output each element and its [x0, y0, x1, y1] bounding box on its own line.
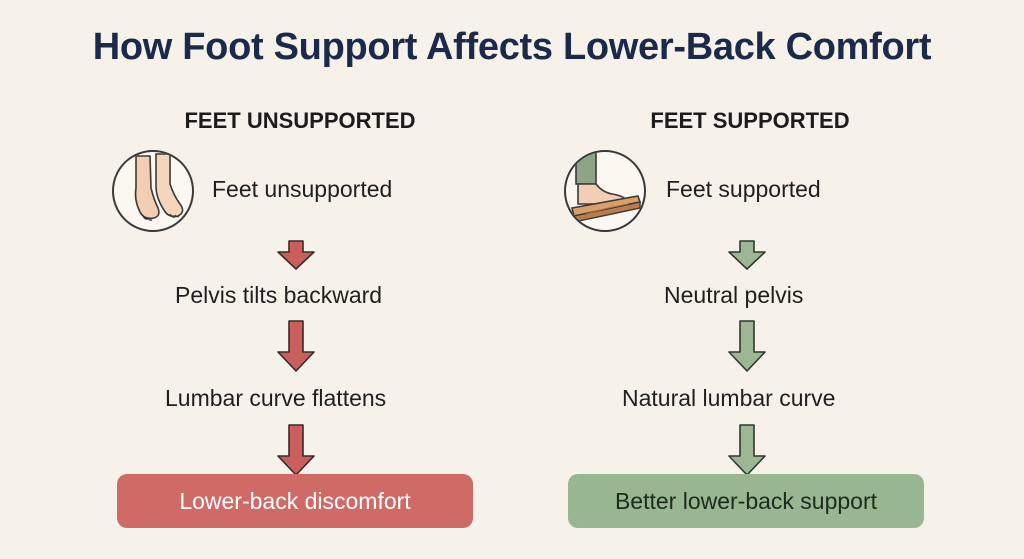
bare-feet-icon: [112, 150, 194, 232]
page-title: How Foot Support Affects Lower-Back Comf…: [92, 26, 932, 68]
unsupported-heading: FEET UNSUPPORTED: [184, 108, 416, 133]
unsupported-step-2: Pelvis tilts backward: [175, 282, 383, 308]
foot-on-footrest-icon: [564, 150, 646, 232]
unsupported-step-1: Feet unsupported: [212, 176, 393, 202]
unsupported-column: FEET UNSUPPORTED Feet unsupported Pelvis…: [90, 0, 510, 559]
supported-heading: FEET SUPPORTED: [650, 108, 850, 133]
supported-column: FEET SUPPORTED Feet supported Neutral pe…: [540, 0, 960, 559]
down-arrow-icon: [728, 240, 766, 270]
supported-step-1: Feet supported: [666, 176, 821, 202]
unsupported-step-3: Lumbar curve flattens: [165, 385, 387, 411]
supported-step-2: Neutral pelvis: [664, 282, 804, 308]
down-arrow-icon: [277, 424, 315, 476]
supported-outcome: Better lower-back support: [568, 474, 924, 528]
down-arrow-icon: [277, 240, 315, 270]
unsupported-outcome: Lower-back discomfort: [117, 474, 473, 528]
down-arrow-icon: [277, 320, 315, 372]
down-arrow-icon: [728, 320, 766, 372]
down-arrow-icon: [728, 424, 766, 476]
supported-step-3: Natural lumbar curve: [622, 385, 836, 411]
